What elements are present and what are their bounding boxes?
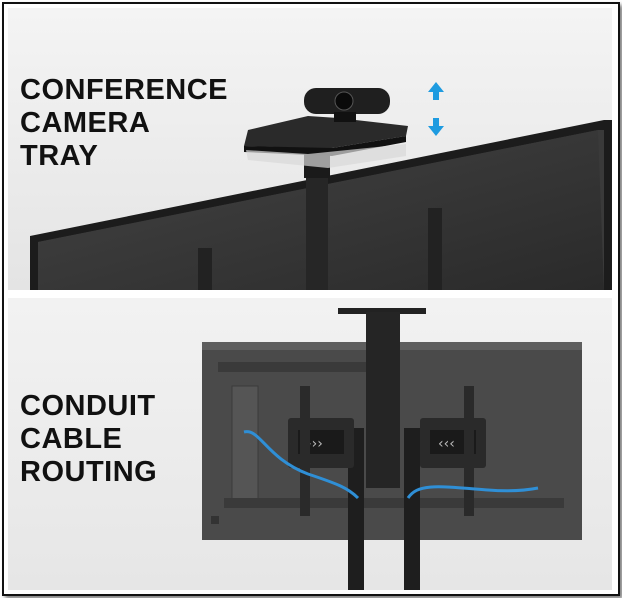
cable-routing-panel: ››› ‹‹‹ CONDUIT CABLE ROUTING xyxy=(8,298,612,590)
camera-tray xyxy=(244,116,408,148)
down-arrow-icon xyxy=(428,118,444,136)
svg-text:›››: ››› xyxy=(306,436,323,452)
camera-tray-panel: CONFERENCE CAMERA TRAY xyxy=(8,8,612,290)
cable-left xyxy=(243,430,360,500)
left-leg xyxy=(348,428,364,590)
cable-routing-caption: CONDUIT CABLE ROUTING xyxy=(20,390,158,488)
svg-text:‹‹‹: ‹‹‹ xyxy=(438,436,455,452)
tv-back-illustration: ››› ‹‹‹ xyxy=(202,308,582,590)
cable-right xyxy=(406,485,539,499)
mount-pole xyxy=(306,173,328,290)
camera-tray-caption: CONFERENCE CAMERA TRAY xyxy=(20,74,229,172)
mount-column xyxy=(366,312,400,488)
up-arrow-icon xyxy=(428,82,444,100)
tray-lower-ghost xyxy=(246,144,406,168)
tv-with-camera-illustration xyxy=(30,82,612,290)
right-leg xyxy=(404,428,420,590)
